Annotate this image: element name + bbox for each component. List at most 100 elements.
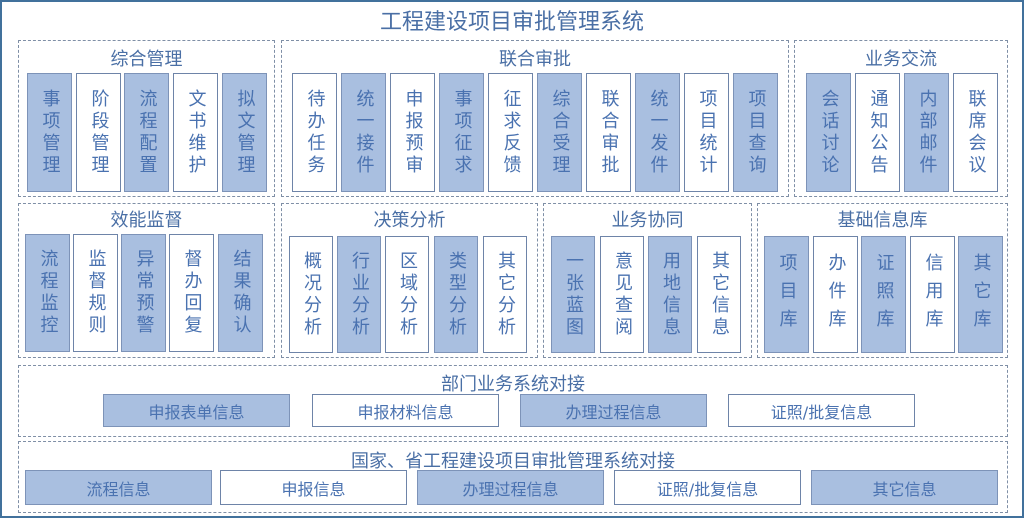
module-label: 其它信息: [872, 479, 937, 499]
module-label: 办件库: [825, 252, 847, 337]
module-box[interactable]: 拟文管理: [222, 73, 267, 192]
module-label: 其它分析: [495, 250, 516, 339]
module-label: 申报信息: [281, 479, 346, 499]
module-box[interactable]: 事项征求: [439, 73, 484, 192]
module-label: 内部邮件: [916, 88, 938, 177]
module-label: 拟文管理: [234, 88, 256, 177]
module-label: 办理过程信息: [565, 402, 662, 422]
module-box[interactable]: 其它信息: [697, 236, 741, 353]
module-label: 办理过程信息: [462, 479, 559, 499]
module-label: 其它信息: [709, 250, 730, 339]
module-box[interactable]: 统一发件: [635, 73, 680, 192]
section-guojia: 国家、省工程建设项目审批管理系统对接: [18, 441, 1008, 513]
section-jiaoliu: 业务交流: [794, 40, 1008, 197]
section-title: 部门业务系统对接: [441, 374, 585, 395]
module-box[interactable]: 联合审批: [586, 73, 631, 192]
module-label: 征求反馈: [500, 88, 522, 177]
module-label: 联合审批: [598, 88, 620, 177]
module-label: 文书维护: [185, 88, 207, 177]
section-title: 业务协同: [611, 210, 684, 231]
module-box[interactable]: 统一接件: [341, 73, 386, 192]
module-box[interactable]: 督办回复: [169, 234, 214, 352]
module-label: 督办回复: [181, 249, 203, 337]
module-box[interactable]: 类型分析: [434, 236, 478, 353]
section-title: 联合审批: [499, 49, 571, 70]
module-box[interactable]: 项目查询: [733, 73, 778, 192]
module-label: 事项管理: [39, 88, 61, 177]
module-label: 流程配置: [136, 88, 158, 177]
module-box[interactable]: 结果确认: [218, 234, 263, 352]
module-label: 异常预警: [133, 249, 155, 337]
page-title: 工程建设项目审批管理系统: [379, 10, 644, 35]
module-box[interactable]: 证照/批复信息: [614, 470, 801, 505]
module-label: 阶段管理: [88, 88, 110, 177]
module-box[interactable]: 征求反馈: [488, 73, 533, 192]
module-box[interactable]: 联席会议: [953, 73, 998, 192]
module-box[interactable]: 申报预审: [390, 73, 435, 192]
module-box[interactable]: 阶段管理: [76, 73, 121, 192]
module-box[interactable]: 流程信息: [25, 470, 212, 505]
module-label: 申报表单信息: [148, 402, 245, 422]
module-box[interactable]: 监督规则: [73, 234, 118, 352]
module-box[interactable]: 意见查阅: [600, 236, 644, 353]
module-label: 用地信息: [660, 250, 681, 339]
module-label: 证照库: [873, 252, 895, 337]
module-label: 其它库: [970, 252, 992, 337]
module-box[interactable]: 用地信息: [648, 236, 692, 353]
module-box[interactable]: 事项管理: [27, 73, 72, 192]
module-box[interactable]: 信用库: [910, 236, 955, 353]
module-label: 结果确认: [230, 249, 252, 337]
module-label: 统一接件: [353, 88, 375, 177]
section-zonghe: 综合管理: [18, 40, 275, 197]
module-box[interactable]: 区域分析: [385, 236, 429, 353]
module-box[interactable]: 申报材料信息: [312, 394, 499, 427]
module-label: 联席会议: [965, 88, 987, 177]
module-box[interactable]: 办件库: [813, 236, 858, 353]
section-juece: 决策分析: [281, 203, 538, 358]
module-box[interactable]: 办理过程信息: [417, 470, 604, 505]
module-label: 区域分析: [397, 250, 418, 339]
section-title: 业务交流: [865, 49, 937, 70]
module-box[interactable]: 综合受理: [537, 73, 582, 192]
module-box[interactable]: 概况分析: [289, 236, 333, 353]
module-box[interactable]: 文书维护: [173, 73, 218, 192]
module-box[interactable]: 其它库: [958, 236, 1003, 353]
section-xiaoneng: 效能监督: [18, 203, 275, 358]
module-label: 会话讨论: [818, 88, 840, 177]
module-box[interactable]: 申报信息: [220, 470, 407, 505]
module-box[interactable]: 申报表单信息: [103, 394, 290, 427]
module-label: 概况分析: [301, 250, 322, 339]
module-label: 监督规则: [85, 249, 107, 337]
module-label: 流程信息: [86, 479, 151, 499]
section-xietong: 业务协同: [543, 203, 752, 358]
module-label: 证照/批复信息: [656, 479, 759, 499]
module-box[interactable]: 项目统计: [684, 73, 729, 192]
module-box[interactable]: 项目库: [764, 236, 809, 353]
module-box[interactable]: 办理过程信息: [520, 394, 707, 427]
module-box[interactable]: 其它分析: [483, 236, 527, 353]
module-box[interactable]: 流程监控: [25, 234, 70, 352]
module-box[interactable]: 内部邮件: [904, 73, 949, 192]
module-box[interactable]: 一张蓝图: [551, 236, 595, 353]
module-label: 证照/批复信息: [770, 402, 873, 422]
module-label: 类型分析: [446, 250, 467, 339]
module-box[interactable]: 证照库: [861, 236, 906, 353]
module-box[interactable]: 异常预警: [121, 234, 166, 352]
module-box[interactable]: 会话讨论: [806, 73, 851, 192]
module-label: 统一发件: [647, 88, 669, 177]
module-label: 项目查询: [745, 88, 767, 177]
section-title: 基础信息库: [837, 210, 928, 231]
section-lianhe: 联合审批: [281, 40, 789, 197]
module-label: 一张蓝图: [563, 250, 584, 339]
module-box[interactable]: 证照/批复信息: [728, 394, 915, 427]
module-box[interactable]: 流程配置: [124, 73, 169, 192]
module-label: 意见查阅: [612, 250, 633, 339]
module-box[interactable]: 待办任务: [292, 73, 337, 192]
module-label: 项目统计: [696, 88, 718, 177]
module-box[interactable]: 其它信息: [811, 470, 998, 505]
module-box[interactable]: 通知公告: [855, 73, 900, 192]
module-box[interactable]: 行业分析: [337, 236, 381, 353]
module-label: 事项征求: [451, 88, 473, 177]
module-label: 综合受理: [549, 88, 571, 177]
